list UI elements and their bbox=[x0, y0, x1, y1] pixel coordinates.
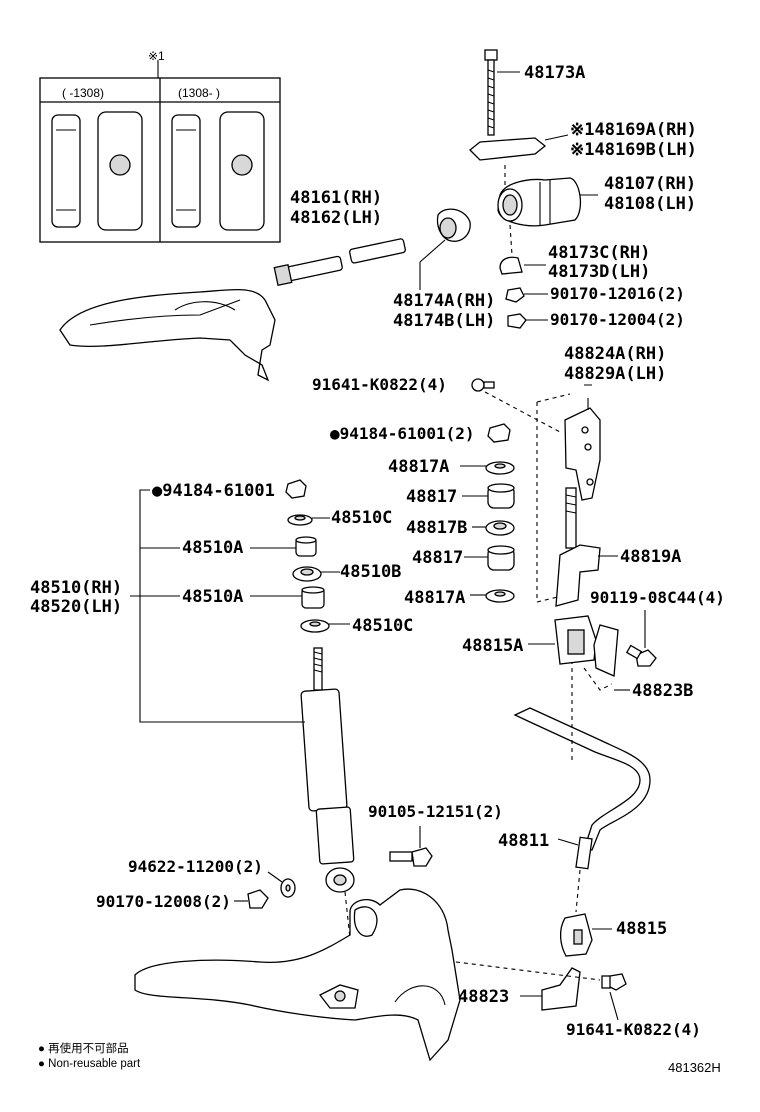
inset-box bbox=[39, 60, 281, 243]
label-48173D: 48173D(LH) bbox=[548, 262, 651, 282]
inset-marker: ※1 bbox=[148, 49, 165, 63]
legend-non-reusable-jp: ● 再使用不可部品 bbox=[38, 1043, 129, 1055]
label-48107: 48107(RH) bbox=[604, 174, 697, 194]
label-48169B: ※148169B(LH) bbox=[570, 140, 697, 160]
label-48823B: 48823B bbox=[632, 681, 694, 701]
label-48510B: 48510B bbox=[340, 562, 402, 582]
label-94622: 94622-11200(2) bbox=[128, 857, 263, 876]
label-48162: 48162(LH) bbox=[290, 208, 383, 228]
label-48815: 48815 bbox=[616, 919, 668, 939]
label-94184-a: ●94184-61001(2) bbox=[330, 424, 475, 443]
label-48174A: 48174A(RH) bbox=[393, 291, 496, 311]
label-90170-12008: 90170-12008(2) bbox=[96, 892, 231, 911]
label-48811: 48811 bbox=[498, 831, 550, 851]
inset-col-left: ( -1308) bbox=[62, 86, 105, 100]
label-48510: 48510(RH) bbox=[30, 578, 123, 598]
bushing-48815 bbox=[439, 913, 627, 1021]
center-stack-parts bbox=[460, 423, 515, 603]
upper-bolt-assembly bbox=[469, 49, 598, 329]
label-48174B: 48174B(LH) bbox=[393, 311, 496, 331]
label-48824A: 48824A(RH) bbox=[564, 344, 667, 364]
label-48173A: 48173A bbox=[524, 63, 586, 83]
label-48520: 48520(LH) bbox=[30, 597, 123, 617]
label-90119: 90119-08C44(4) bbox=[590, 588, 725, 607]
label-48510C-2: 48510C bbox=[352, 616, 414, 636]
label-48510C-1: 48510C bbox=[331, 508, 393, 528]
stabilizer-bar bbox=[513, 660, 651, 913]
label-48819A: 48819A bbox=[620, 547, 682, 567]
legend-non-reusable-en: ● Non-reusable part bbox=[38, 1058, 141, 1070]
label-48817-2: 48817 bbox=[412, 548, 464, 568]
bushing-48174 bbox=[419, 208, 471, 290]
stabilizer-bracket bbox=[471, 378, 618, 607]
label-48108: 48108(LH) bbox=[604, 194, 697, 214]
label-90170-12004: 90170-12004(2) bbox=[550, 310, 685, 329]
label-91641-top: 91641-K0822(4) bbox=[312, 375, 447, 394]
label-94184-b: ●94184-61001 bbox=[152, 481, 275, 501]
label-48817A-2: 48817A bbox=[404, 588, 466, 608]
shock-absorber bbox=[234, 479, 433, 986]
label-48169A: ※148169A(RH) bbox=[570, 120, 697, 140]
label-91641-bottom: 91641-K0822(4) bbox=[566, 1020, 701, 1039]
assembly-bracket bbox=[130, 489, 305, 723]
upper-control-arm bbox=[59, 238, 406, 382]
bushing-48815A bbox=[528, 610, 657, 691]
label-48817-1: 48817 bbox=[406, 487, 458, 507]
lower-control-arm bbox=[134, 888, 461, 1062]
label-48510A-1: 48510A bbox=[182, 538, 244, 558]
label-48161: 48161(RH) bbox=[290, 188, 383, 208]
label-48510A-2: 48510A bbox=[182, 587, 244, 607]
label-48829A: 48829A(LH) bbox=[564, 364, 667, 384]
figure-id: 481362H bbox=[668, 1060, 721, 1075]
label-48823: 48823 bbox=[458, 987, 510, 1007]
label-48173C: 48173C(RH) bbox=[548, 243, 651, 263]
label-48815A: 48815A bbox=[462, 636, 524, 656]
label-90170-12016: 90170-12016(2) bbox=[550, 284, 685, 303]
label-48817A-1: 48817A bbox=[388, 457, 450, 477]
label-48817B: 48817B bbox=[406, 518, 468, 538]
inset-col-right: (1308- ) bbox=[178, 86, 221, 100]
label-90105: 90105-12151(2) bbox=[368, 802, 503, 821]
